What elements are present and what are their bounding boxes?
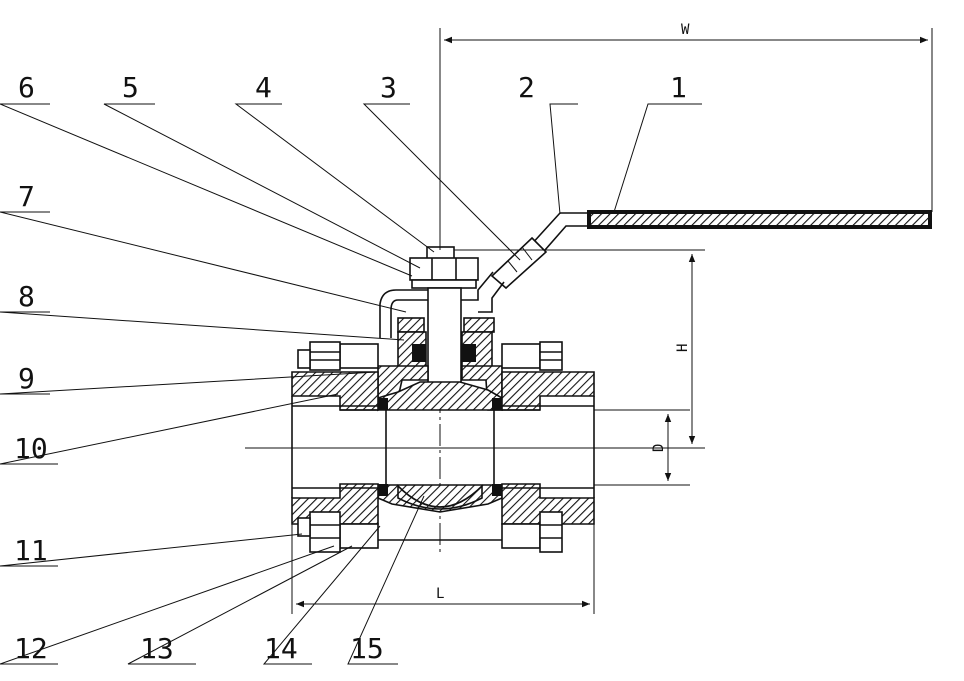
callout-numbers: 1 2 3 4 5 6 7 8 9 10 11 12 13 14 15 [14, 71, 687, 665]
callout-13: 13 [140, 632, 174, 665]
callout-3: 3 [380, 71, 397, 104]
valve-body [291, 365, 595, 525]
callout-1: 1 [670, 71, 687, 104]
callout-4: 4 [255, 71, 272, 104]
callout-8: 8 [18, 280, 35, 313]
dim-d-label: D [651, 444, 667, 452]
callout-10: 10 [14, 432, 48, 465]
dim-w-label: W [681, 22, 690, 38]
callout-2: 2 [518, 71, 535, 104]
dimension-labels: W H D L [436, 22, 691, 602]
callout-15: 15 [350, 632, 384, 665]
bolts-and-nuts [297, 341, 563, 553]
callout-12: 12 [14, 632, 48, 665]
callout-14: 14 [264, 632, 298, 665]
dimension-lines [250, 28, 933, 614]
callout-11: 11 [14, 534, 48, 567]
callout-5: 5 [122, 71, 139, 104]
leader-lines [0, 103, 702, 665]
dim-l-label: L [436, 586, 444, 602]
callout-7: 7 [18, 180, 35, 213]
callout-9: 9 [18, 362, 35, 395]
callout-6: 6 [18, 71, 35, 104]
dim-h-label: H [675, 344, 691, 352]
